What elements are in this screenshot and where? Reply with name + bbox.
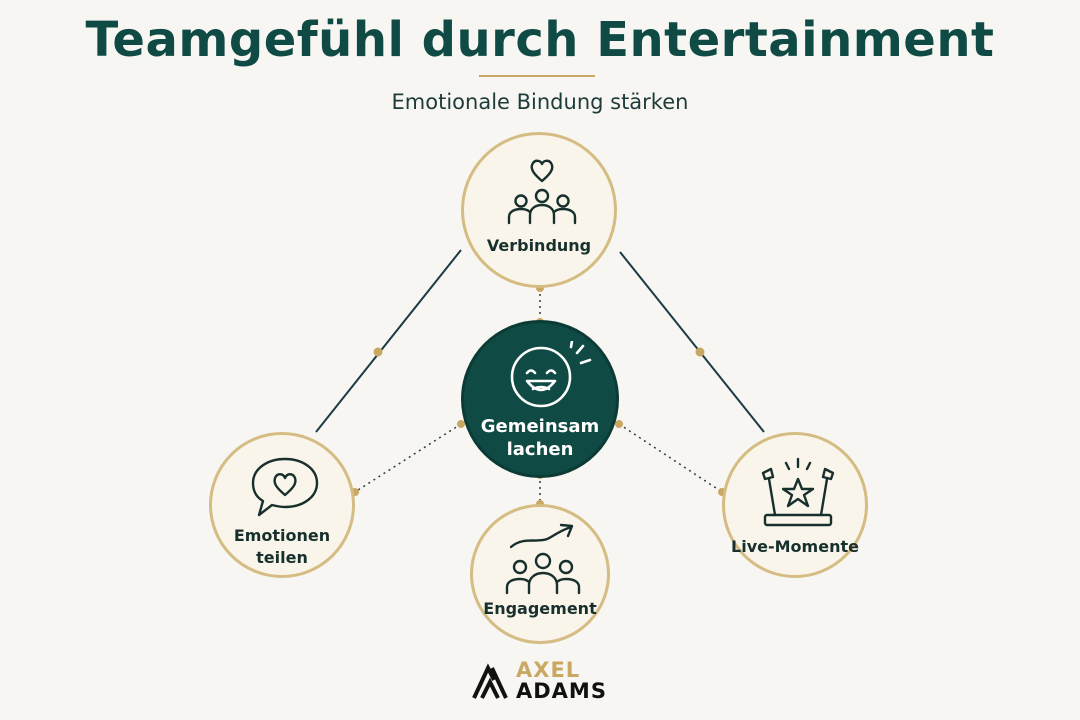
node-label-verbindung: Verbindung	[486, 236, 592, 255]
connector-dot	[373, 347, 383, 357]
node-verbindung: Verbindung	[461, 132, 617, 288]
title-underline	[479, 75, 595, 77]
node-gemeinsam-lachen: Gemeinsam lachen	[461, 320, 619, 478]
node-label-live-momente: Live-Momente	[731, 537, 859, 556]
connector-dot	[615, 420, 623, 428]
laughing-face-icon	[510, 341, 592, 408]
node-engagement: Engagement	[470, 504, 610, 644]
connector-top-right	[619, 251, 765, 433]
node-label-lachen: lachen	[506, 439, 574, 460]
connector-center-left	[354, 423, 462, 493]
node-label-emotionen: Emotionen	[233, 526, 331, 545]
logo-text-axel: AXEL	[516, 658, 581, 682]
stage-star-icon	[761, 457, 835, 527]
connector-dot	[457, 420, 465, 428]
connector-center-right	[618, 423, 723, 493]
connector-dot	[695, 347, 705, 357]
people-trend-arrow-icon	[505, 523, 581, 595]
speech-bubble-heart-icon	[251, 457, 319, 517]
node-label-gemeinsam: Gemeinsam	[480, 416, 600, 437]
logo-text-adams: ADAMS	[516, 679, 607, 703]
connector-top-left	[315, 249, 462, 433]
page-subtitle: Emotionale Bindung stärken	[391, 90, 689, 114]
page-title: Teamgefühl durch Entertainment	[85, 12, 995, 68]
logo-mark-icon	[472, 663, 508, 699]
node-label-engagement: Engagement	[483, 599, 597, 618]
node-emotionen-teilen: Emotionen teilen	[209, 432, 355, 578]
node-label-teilen: teilen	[256, 548, 308, 567]
axel-adams-logo: AXEL ADAMS	[470, 658, 610, 704]
people-heart-icon	[507, 159, 577, 225]
node-live-momente: Live-Momente	[722, 432, 868, 578]
